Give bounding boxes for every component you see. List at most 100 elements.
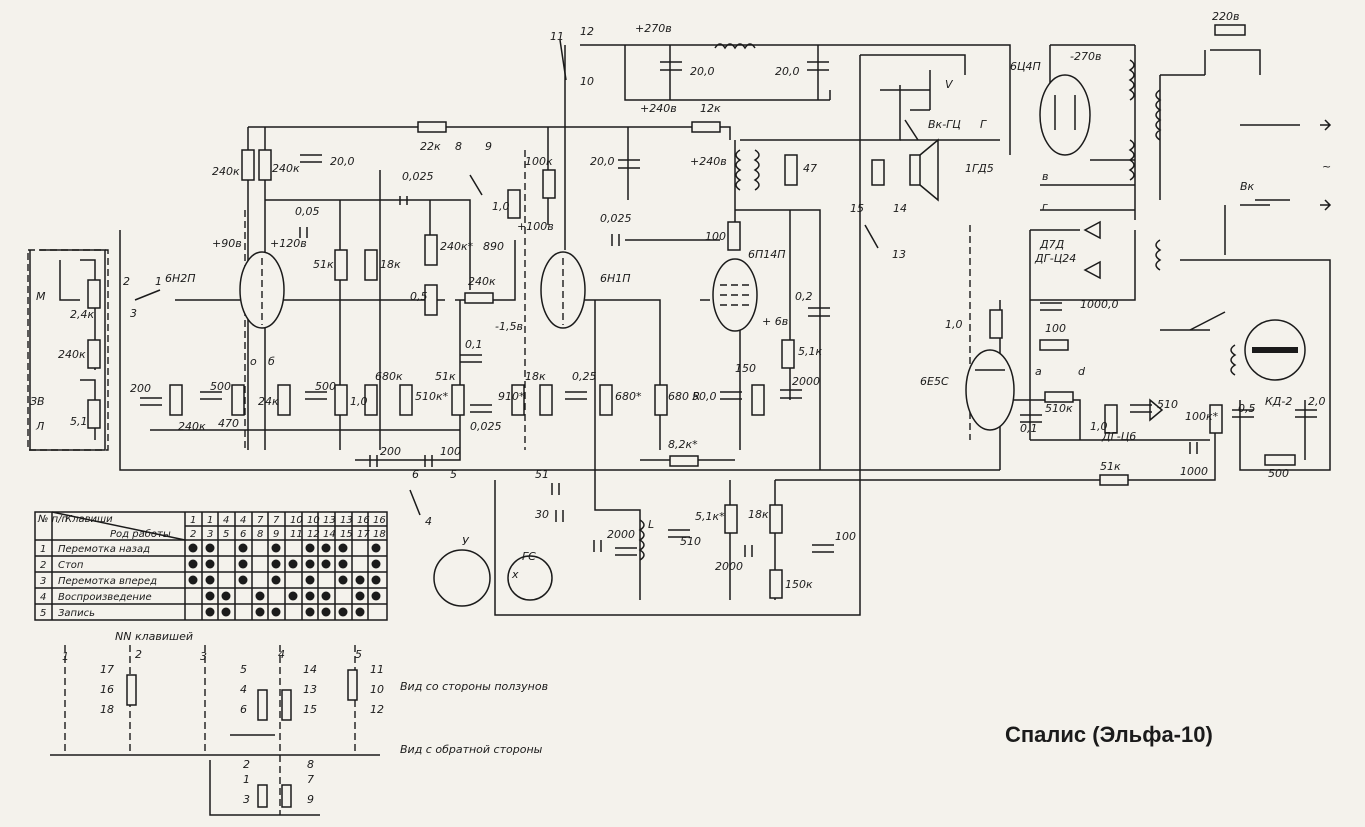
table-dot [371,559,381,569]
label-r10b: 1,0 [945,318,963,331]
table-key-top: 16 [357,515,370,526]
label-r82: 8,2к* [668,438,698,451]
tube-label-6n2p: 6Н2П [165,272,196,285]
table-key-bottom: 6 [240,529,246,540]
label-c005: 0,05 [295,205,320,218]
label-c510a: 510 [680,535,701,548]
label-r680a: 680к [375,370,403,383]
table-dot [371,591,381,601]
label-r150b: 150к [785,578,813,591]
table-row-number: 5 [40,608,46,619]
pin-4: 4 [425,515,432,528]
legend-number: 4 [278,648,285,661]
legend-number: 12 [370,703,384,716]
table-key-top: 13 [323,515,336,526]
label-r100b: 100 [705,230,726,243]
table-key-top: 7 [257,515,264,526]
table-row-mode: Воспроизведение [58,592,152,603]
voltage-plus270: +270в [635,22,672,35]
label-r51f: 51к [1100,460,1121,473]
table-dot [205,607,215,617]
table-dot [205,559,215,569]
table-key-bottom: 5 [223,529,229,540]
table-dot [321,559,331,569]
label-r18b: 18к [525,370,546,383]
table-key-bottom: 14 [323,529,336,540]
label-l: Л [35,420,44,433]
label-c100a: 100 [440,445,461,458]
table-dot [338,543,348,553]
legend-number: 18 [100,703,114,716]
label-c20e: 2,0 [1308,395,1326,408]
label-c05: 0,5 [1238,402,1256,415]
label-m: М [36,290,46,303]
table-dot [238,559,248,569]
pin-2: 1 [155,275,162,288]
table-dot [355,607,365,617]
label-r910: 910* [498,390,525,403]
voltage-220: 220в [1212,10,1239,23]
label-r51e: 5,1к* [695,510,725,523]
legend-number: 5 [355,648,362,661]
table-row-mode: Стоп [58,560,84,571]
label-c01b: 0,1 [1020,422,1038,435]
table-dot [188,575,198,585]
table-header-mode: Род работы [110,528,171,540]
label-c1000a: 1000,0 [1080,298,1119,311]
label-r10a: 1,0 [350,395,368,408]
label-r12: 12к [700,102,721,115]
pin-11: 11 [550,30,564,43]
label-r680c: 680 R [668,390,700,403]
label-r240c: 240к* [440,240,474,253]
table-dot [305,559,315,569]
table-key-bottom: 18 [373,529,386,540]
table-dot [255,607,265,617]
label-y: У [462,535,470,548]
label-c100b: 100 [835,530,856,543]
transformers [638,43,1237,561]
label-r510b: 510к [1045,402,1073,415]
voltage-plus6: + 6в [762,315,788,328]
legend-number: 17 [100,663,114,676]
pin-15: 15 [850,202,864,215]
tube-label-kd2: КД-2 [1265,395,1292,408]
label-c500c: 50,0 [692,390,717,403]
table-dot [255,591,265,601]
mode-table-dots [188,543,381,617]
legend-number: 6 [240,703,247,716]
legend-back-side: Вид с обратной стороны [400,743,543,756]
schematic-title: Спалис (Эльфа-10) [1005,722,1213,747]
label-p05: 0,5 [410,290,428,303]
label-c025b: 0,025 [600,212,632,225]
table-key-bottom: 15 [340,529,353,540]
legend-number: 1 [243,773,250,786]
table-key-top: 16 [373,515,386,526]
label-c200a: 200 [130,382,151,395]
legend-number: 4 [240,683,247,696]
table-dot [321,607,331,617]
table-row-number: 2 [40,560,46,571]
tubes [239,74,1306,431]
table-dot [221,591,231,601]
label-c200b: 200 [380,445,401,458]
label-r51b: 5,1к [798,345,822,358]
table-dot [305,575,315,585]
legend-number: 9 [307,793,314,806]
label-r47: 47 [803,162,817,175]
legend-slider-side: Вид со стороны ползунов [400,680,548,693]
table-dot [221,607,231,617]
table-key-top: 4 [240,515,246,526]
table-row-mode: Запись [58,608,95,619]
label-c02: 0,2 [795,290,813,303]
label-c2000c: 2000 [715,560,743,573]
table-key-top: 4 [223,515,229,526]
table-dot [321,591,331,601]
label-x: х [511,568,519,581]
label-r100c: 100к* [1185,410,1219,423]
tube-label-6p14p: 6П14П [748,248,786,261]
label-l-coil: L [648,518,654,531]
table-key-top: 10 [290,515,303,526]
table-key-bottom: 8 [257,529,263,540]
label-r240d: 240к [468,275,496,288]
